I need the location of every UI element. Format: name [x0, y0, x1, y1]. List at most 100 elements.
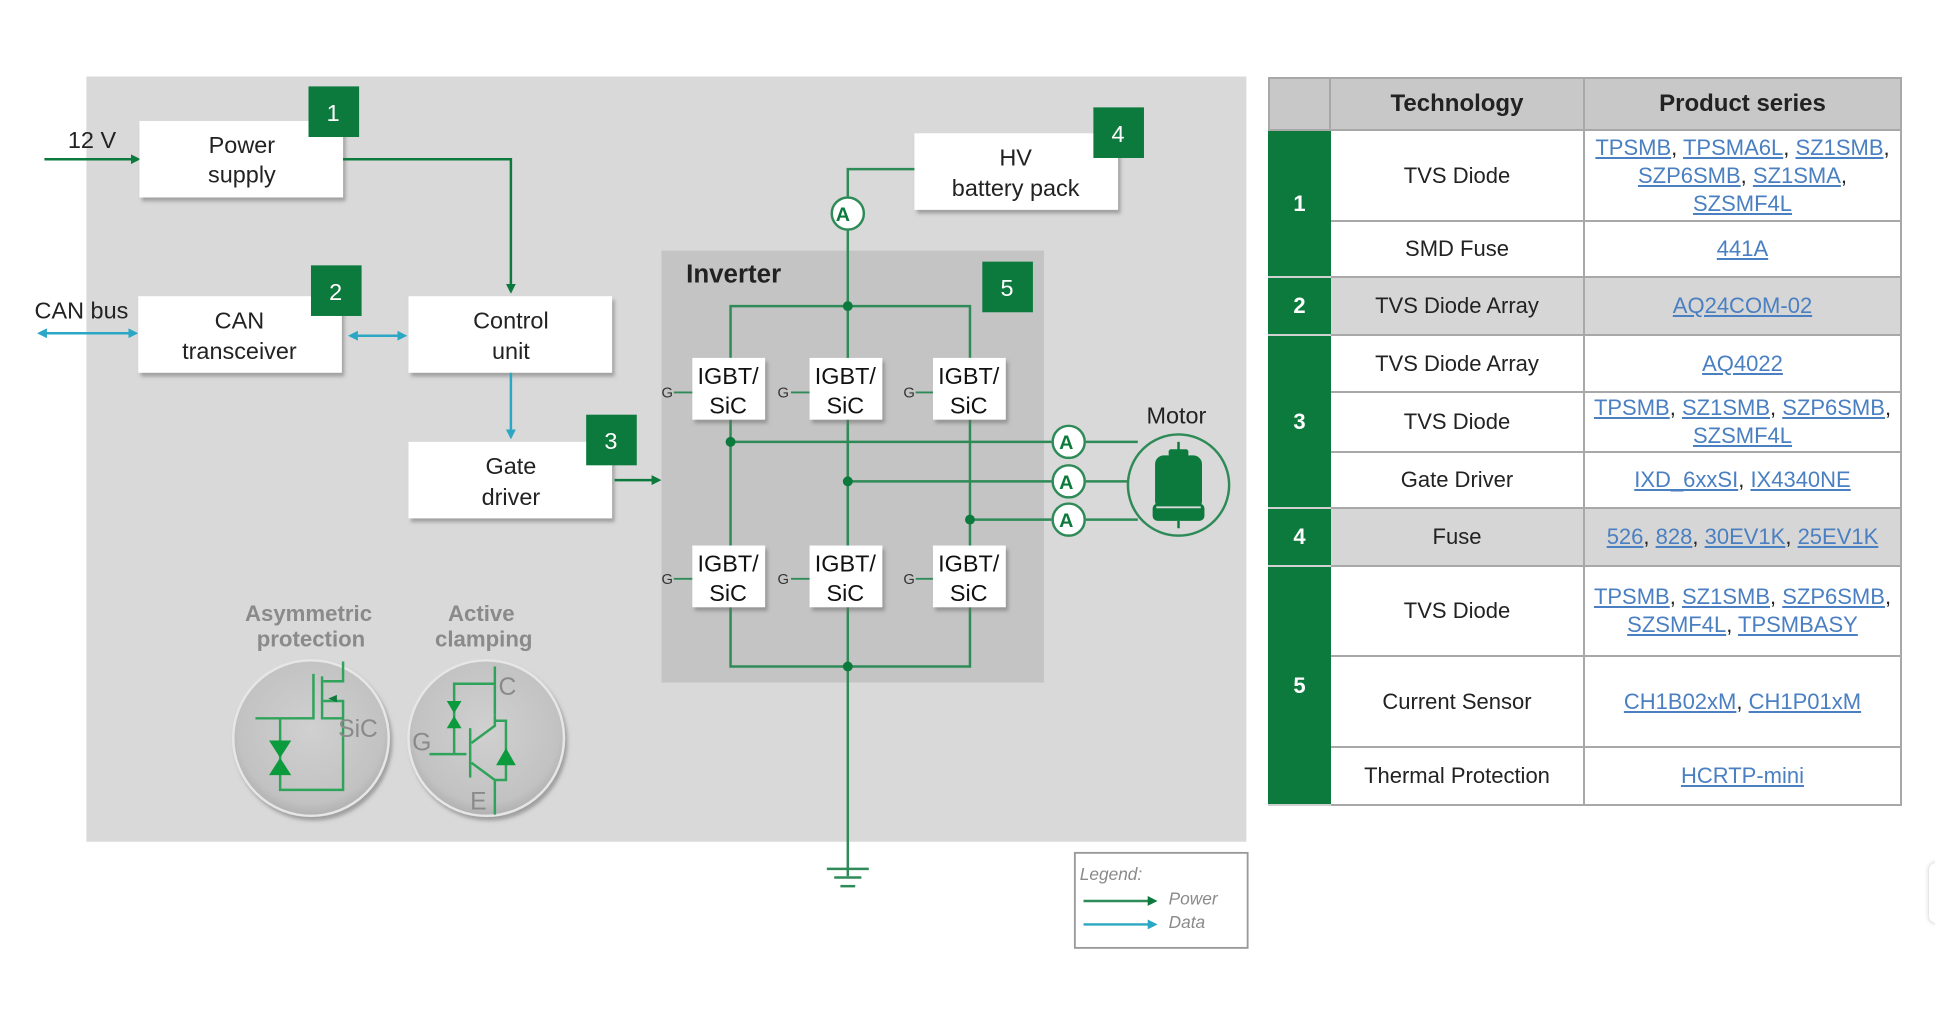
- product-series-cell: 526, 828, 30EV1K, 25EV1K: [1583, 507, 1902, 567]
- ground-icon: [826, 867, 869, 888]
- product-link[interactable]: CH1P01xM: [1748, 688, 1862, 714]
- product-link[interactable]: SZSMF4L: [1692, 423, 1793, 448]
- svg-text:G: G: [412, 729, 431, 756]
- product-link[interactable]: TPSMB: [1593, 395, 1670, 420]
- svg-text:4: 4: [1112, 121, 1125, 147]
- svg-text:unit: unit: [492, 338, 530, 364]
- igbt-switch: IGBT/ SiC G: [903, 545, 1006, 608]
- svg-text:IGBT/: IGBT/: [815, 363, 877, 389]
- svg-text:IGBT/: IGBT/: [815, 550, 877, 576]
- product-link[interactable]: TPSMB: [1595, 134, 1672, 160]
- technology-cell: TVS Diode Array: [1329, 334, 1585, 393]
- product-link[interactable]: TPSMBASY: [1738, 612, 1858, 637]
- side-panel-handle[interactable]: [1928, 862, 1935, 924]
- product-link[interactable]: TPSMA6L: [1682, 134, 1784, 160]
- group-number-cell: 4: [1268, 507, 1331, 567]
- svg-text:driver: driver: [482, 484, 541, 510]
- product-link[interactable]: SZP6SMB: [1782, 584, 1885, 609]
- svg-text:Power: Power: [1169, 889, 1219, 909]
- motor-icon: [1126, 433, 1231, 537]
- technology-cell: Current Sensor: [1329, 655, 1585, 748]
- svg-text:5: 5: [1000, 275, 1013, 301]
- table-header-row: Technology Product series: [1268, 77, 1902, 131]
- product-series-cell: AQ4022: [1583, 334, 1902, 393]
- product-link[interactable]: 30EV1K: [1704, 524, 1786, 549]
- ammeter-phase-u: A: [1051, 424, 1086, 460]
- svg-text:transceiver: transceiver: [182, 338, 297, 364]
- product-link[interactable]: 25EV1K: [1797, 524, 1879, 549]
- product-link[interactable]: 441A: [1716, 236, 1769, 261]
- product-link[interactable]: TPSMB: [1593, 584, 1670, 609]
- product-link[interactable]: CH1B02xM: [1623, 688, 1737, 714]
- product-link[interactable]: SZ1SMB: [1681, 584, 1770, 609]
- svg-text:SiC: SiC: [709, 580, 747, 606]
- legend: Legend: Power Data: [1073, 851, 1249, 949]
- svg-text:IGBT/: IGBT/: [938, 550, 1000, 576]
- svg-text:SiC: SiC: [826, 580, 864, 606]
- control-unit-block: Control unit: [408, 296, 613, 373]
- product-link[interactable]: SZSMF4L: [1692, 190, 1793, 216]
- svg-text:SiC: SiC: [950, 392, 988, 418]
- product-link[interactable]: AQ4022: [1702, 350, 1783, 376]
- technology-cell: SMD Fuse: [1329, 220, 1585, 278]
- technology-cell: Thermal Protection: [1329, 746, 1585, 806]
- svg-text:Active: Active: [448, 601, 515, 626]
- hv-battery-block: HV battery pack: [914, 133, 1119, 210]
- product-link[interactable]: IXD_6xxSI: [1634, 467, 1739, 492]
- svg-text:Power: Power: [209, 132, 276, 158]
- igbt-switch: IGBT/ SiC G: [777, 357, 883, 420]
- product-series-cell: TPSMB, TPSMA6L, SZ1SMB, SZP6SMB, SZ1SMA,…: [1583, 129, 1902, 222]
- product-link[interactable]: 828: [1655, 524, 1693, 549]
- technology-cell: TVS Diode: [1329, 129, 1585, 222]
- motor-label: Motor: [1146, 402, 1206, 428]
- product-link[interactable]: AQ24COM-02: [1672, 293, 1813, 318]
- header-product-series: Product series: [1583, 77, 1902, 131]
- svg-text:SiC: SiC: [950, 580, 988, 606]
- product-series-cell: CH1B02xM, CH1P01xM: [1583, 655, 1902, 748]
- svg-text:HV: HV: [999, 144, 1032, 170]
- svg-text:A: A: [1059, 472, 1073, 494]
- header-number: [1268, 77, 1331, 131]
- product-link[interactable]: SZ1SMB: [1795, 134, 1884, 160]
- svg-text:SiC: SiC: [709, 392, 747, 418]
- product-series-cell: TPSMB, SZ1SMB, SZP6SMB, SZSMF4L, TPSMBAS…: [1583, 565, 1902, 657]
- product-link[interactable]: SZ1SMA: [1752, 162, 1841, 188]
- product-series-cell: 441A: [1583, 220, 1902, 278]
- badge-5: 5: [982, 261, 1033, 313]
- svg-text:C: C: [499, 674, 517, 701]
- svg-text:A: A: [836, 204, 850, 226]
- power-line-ps-to-control: [343, 157, 516, 294]
- product-link[interactable]: IX4340NE: [1750, 467, 1851, 492]
- product-link[interactable]: SZ1SMB: [1681, 395, 1770, 420]
- active-clamping: Active clamping C G E: [407, 601, 566, 818]
- svg-text:G: G: [903, 572, 915, 588]
- ammeter-phase-v: A: [1051, 464, 1086, 499]
- badge-4: 4: [1093, 107, 1144, 158]
- group-number-cell: 2: [1268, 276, 1331, 336]
- bus-junction-dots: [725, 301, 975, 672]
- header-technology: Technology: [1329, 77, 1585, 131]
- product-link[interactable]: SZSMF4L: [1627, 612, 1727, 637]
- product-link[interactable]: HCRTP-mini: [1680, 763, 1805, 788]
- igbt-switch: IGBT/ SiC G: [661, 357, 766, 420]
- product-link[interactable]: SZP6SMB: [1637, 162, 1741, 188]
- technology-cell: Gate Driver: [1329, 451, 1585, 509]
- product-link[interactable]: 526: [1606, 524, 1644, 549]
- asymmetric-protection: Asymmetric protection SiC: [232, 601, 390, 818]
- product-series-cell: IXD_6xxSI, IX4340NE: [1583, 451, 1902, 509]
- svg-text:1: 1: [327, 100, 340, 126]
- technology-cell: TVS Diode: [1329, 565, 1585, 657]
- product-link[interactable]: SZP6SMB: [1782, 395, 1885, 420]
- table-row: Thermal Protection HCRTP-mini: [1269, 746, 1902, 806]
- ammeter-phase-w: A: [1051, 502, 1086, 537]
- svg-text:protection: protection: [257, 627, 366, 652]
- igbt-switch: IGBT/ SiC G: [661, 545, 766, 608]
- badge-2: 2: [310, 265, 362, 316]
